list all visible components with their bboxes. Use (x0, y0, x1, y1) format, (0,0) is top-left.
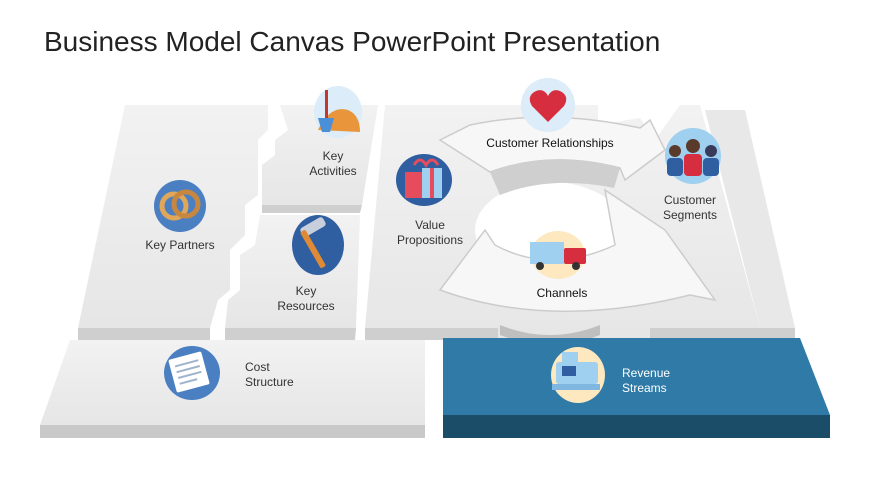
cost-structure-label: Cost Structure (245, 360, 345, 390)
receipt-icon (164, 346, 220, 400)
cost-structure-line1: Cost (245, 360, 270, 374)
gift-icon (396, 154, 452, 206)
key-activities-label: Key Activities (283, 149, 383, 179)
revenue-streams-label: Revenue Streams (622, 366, 722, 396)
customer-segments-line2: Segments (662, 208, 718, 222)
key-resources-line2: Resources (277, 299, 335, 313)
revenue-streams-line2: Streams (622, 381, 667, 395)
shovel-sand-icon (314, 86, 362, 138)
revenue-streams-line1: Revenue (622, 366, 671, 380)
customer-relationships-label: Customer Relationships (486, 136, 614, 150)
rings-icon (154, 180, 206, 232)
value-propositions-label: Value Propositions (380, 218, 480, 248)
cash-register-icon (551, 347, 605, 403)
customer-segments-block[interactable] (705, 110, 795, 328)
page-title: Business Model Canvas PowerPoint Present… (44, 26, 661, 57)
channels-label: Channels (536, 286, 588, 300)
customer-segments-label: Customer Segments (640, 193, 740, 223)
key-partners-label: Key Partners (145, 238, 215, 252)
channels-arrow[interactable] (438, 188, 717, 313)
people-icon (665, 128, 721, 184)
heart-icon (521, 78, 575, 132)
value-propositions-line1: Value (415, 218, 445, 232)
value-propositions-line2: Propositions (396, 233, 464, 247)
key-resources-label: Key Resources (256, 284, 356, 314)
customer-segments-line1: Customer (663, 193, 716, 207)
hammer-icon (292, 215, 344, 275)
revenue-streams-block[interactable] (443, 338, 830, 438)
cost-structure-block[interactable] (40, 340, 425, 438)
key-activities-line1: Key (322, 149, 344, 163)
cost-structure-line2: Structure (245, 375, 294, 389)
key-resources-line1: Key (295, 284, 317, 298)
key-activities-line2: Activities (309, 164, 357, 178)
customer-relationships-arrow[interactable] (438, 116, 666, 195)
truck-icon (530, 231, 586, 279)
